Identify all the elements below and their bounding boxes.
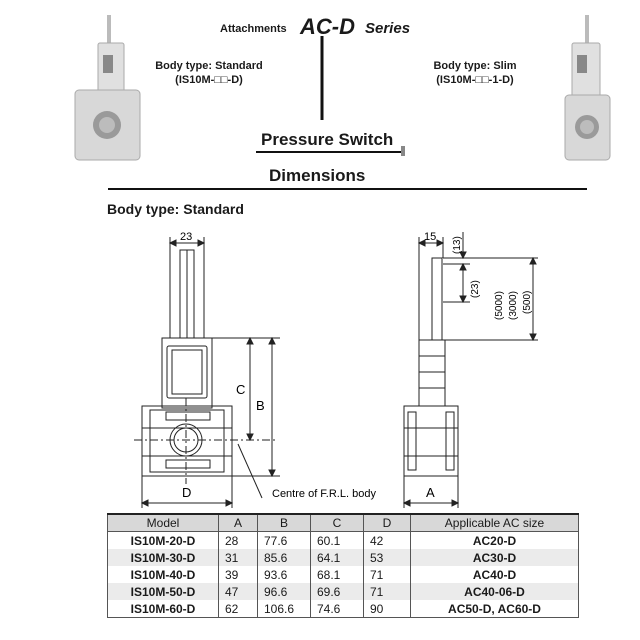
- dim-5000: (5000): [494, 291, 505, 320]
- label-a: A: [426, 485, 435, 500]
- cell-d: 71: [363, 583, 411, 600]
- table-row: IS10M-20-D 28 77.6 60.1 42 AC20-D: [107, 531, 579, 549]
- cell-ac: AC40-06-D: [410, 583, 579, 600]
- cell-b: 96.6: [257, 583, 311, 600]
- cell-b: 106.6: [257, 600, 311, 618]
- slim-product-photo: [564, 15, 611, 161]
- dimensions-title: Dimensions: [269, 166, 366, 185]
- cell-ac: AC20-D: [410, 531, 579, 549]
- cell-a: 31: [218, 549, 258, 566]
- cell-ac: AC40-D: [410, 566, 579, 583]
- cell-model: IS10M-60-D: [107, 600, 219, 618]
- table-row: IS10M-30-D 31 85.6 64.1 53 AC30-D: [107, 549, 579, 566]
- cell-a: 28: [218, 531, 258, 549]
- cell-model: IS10M-40-D: [107, 566, 219, 583]
- cell-a: 47: [218, 583, 258, 600]
- cell-d: 90: [363, 600, 411, 618]
- cell-c: 74.6: [310, 600, 364, 618]
- dim-15: 15: [424, 231, 436, 243]
- cell-d: 53: [363, 549, 411, 566]
- table-header-row: Model A B C D Applicable AC size: [107, 513, 579, 532]
- dim-13: (13): [452, 236, 463, 254]
- body-type-standard-heading: Body type: Standard: [107, 201, 244, 217]
- cell-d: 71: [363, 566, 411, 583]
- cell-c: 68.1: [310, 566, 364, 583]
- pressure-switch-title: Pressure Switch: [261, 130, 394, 149]
- cell-b: 77.6: [257, 531, 311, 549]
- cell-model: IS10M-50-D: [107, 583, 219, 600]
- slim-caption: Body type: Slim (IS10M-□□-1-D): [420, 59, 530, 87]
- col-d: D: [363, 513, 411, 532]
- attachments-label: Attachments: [220, 23, 287, 35]
- cell-d: 42: [363, 531, 411, 549]
- cell-model: IS10M-20-D: [107, 531, 219, 549]
- slim-label: Body type: Slim: [433, 60, 517, 72]
- dim-3000: (3000): [508, 291, 519, 320]
- table-row: IS10M-50-D 47 96.6 69.6 71 AC40-06-D: [107, 583, 579, 600]
- series-word: Series: [365, 20, 411, 37]
- label-b: B: [256, 398, 265, 413]
- standard-product-photo: [74, 15, 141, 161]
- dimension-table: Model A B C D Applicable AC size IS10M-2…: [107, 513, 579, 618]
- cell-b: 85.6: [257, 549, 311, 566]
- cell-model: IS10M-30-D: [107, 549, 219, 566]
- col-a: A: [218, 513, 258, 532]
- label-d: D: [182, 485, 191, 500]
- cell-a: 39: [218, 566, 258, 583]
- col-b: B: [257, 513, 311, 532]
- slim-code: (IS10M-□□-1-D): [436, 74, 514, 86]
- cell-c: 64.1: [310, 549, 364, 566]
- dim-23: 23: [180, 231, 192, 243]
- dim-23-paren: (23): [470, 280, 481, 298]
- series-code: AC-D: [300, 14, 355, 39]
- standard-caption: Body type: Standard (IS10M-□□-D): [144, 59, 274, 87]
- table-row: IS10M-60-D 62 106.6 74.6 90 AC50-D, AC60…: [107, 600, 579, 618]
- cell-c: 60.1: [310, 531, 364, 549]
- cell-c: 69.6: [310, 583, 364, 600]
- cell-ac: AC50-D, AC60-D: [410, 600, 579, 618]
- standard-label: Body type: Standard: [155, 60, 263, 72]
- table-row: IS10M-40-D 39 93.6 68.1 71 AC40-D: [107, 566, 579, 583]
- label-c: C: [236, 382, 245, 397]
- cell-b: 93.6: [257, 566, 311, 583]
- centre-label: Centre of F.R.L. body: [272, 488, 376, 500]
- cell-a: 62: [218, 600, 258, 618]
- cell-ac: AC30-D: [410, 549, 579, 566]
- col-model: Model: [107, 513, 219, 532]
- standard-code: (IS10M-□□-D): [175, 74, 243, 86]
- col-c: C: [310, 513, 364, 532]
- dim-500: (500): [522, 291, 533, 314]
- col-ac-size: Applicable AC size: [410, 513, 579, 532]
